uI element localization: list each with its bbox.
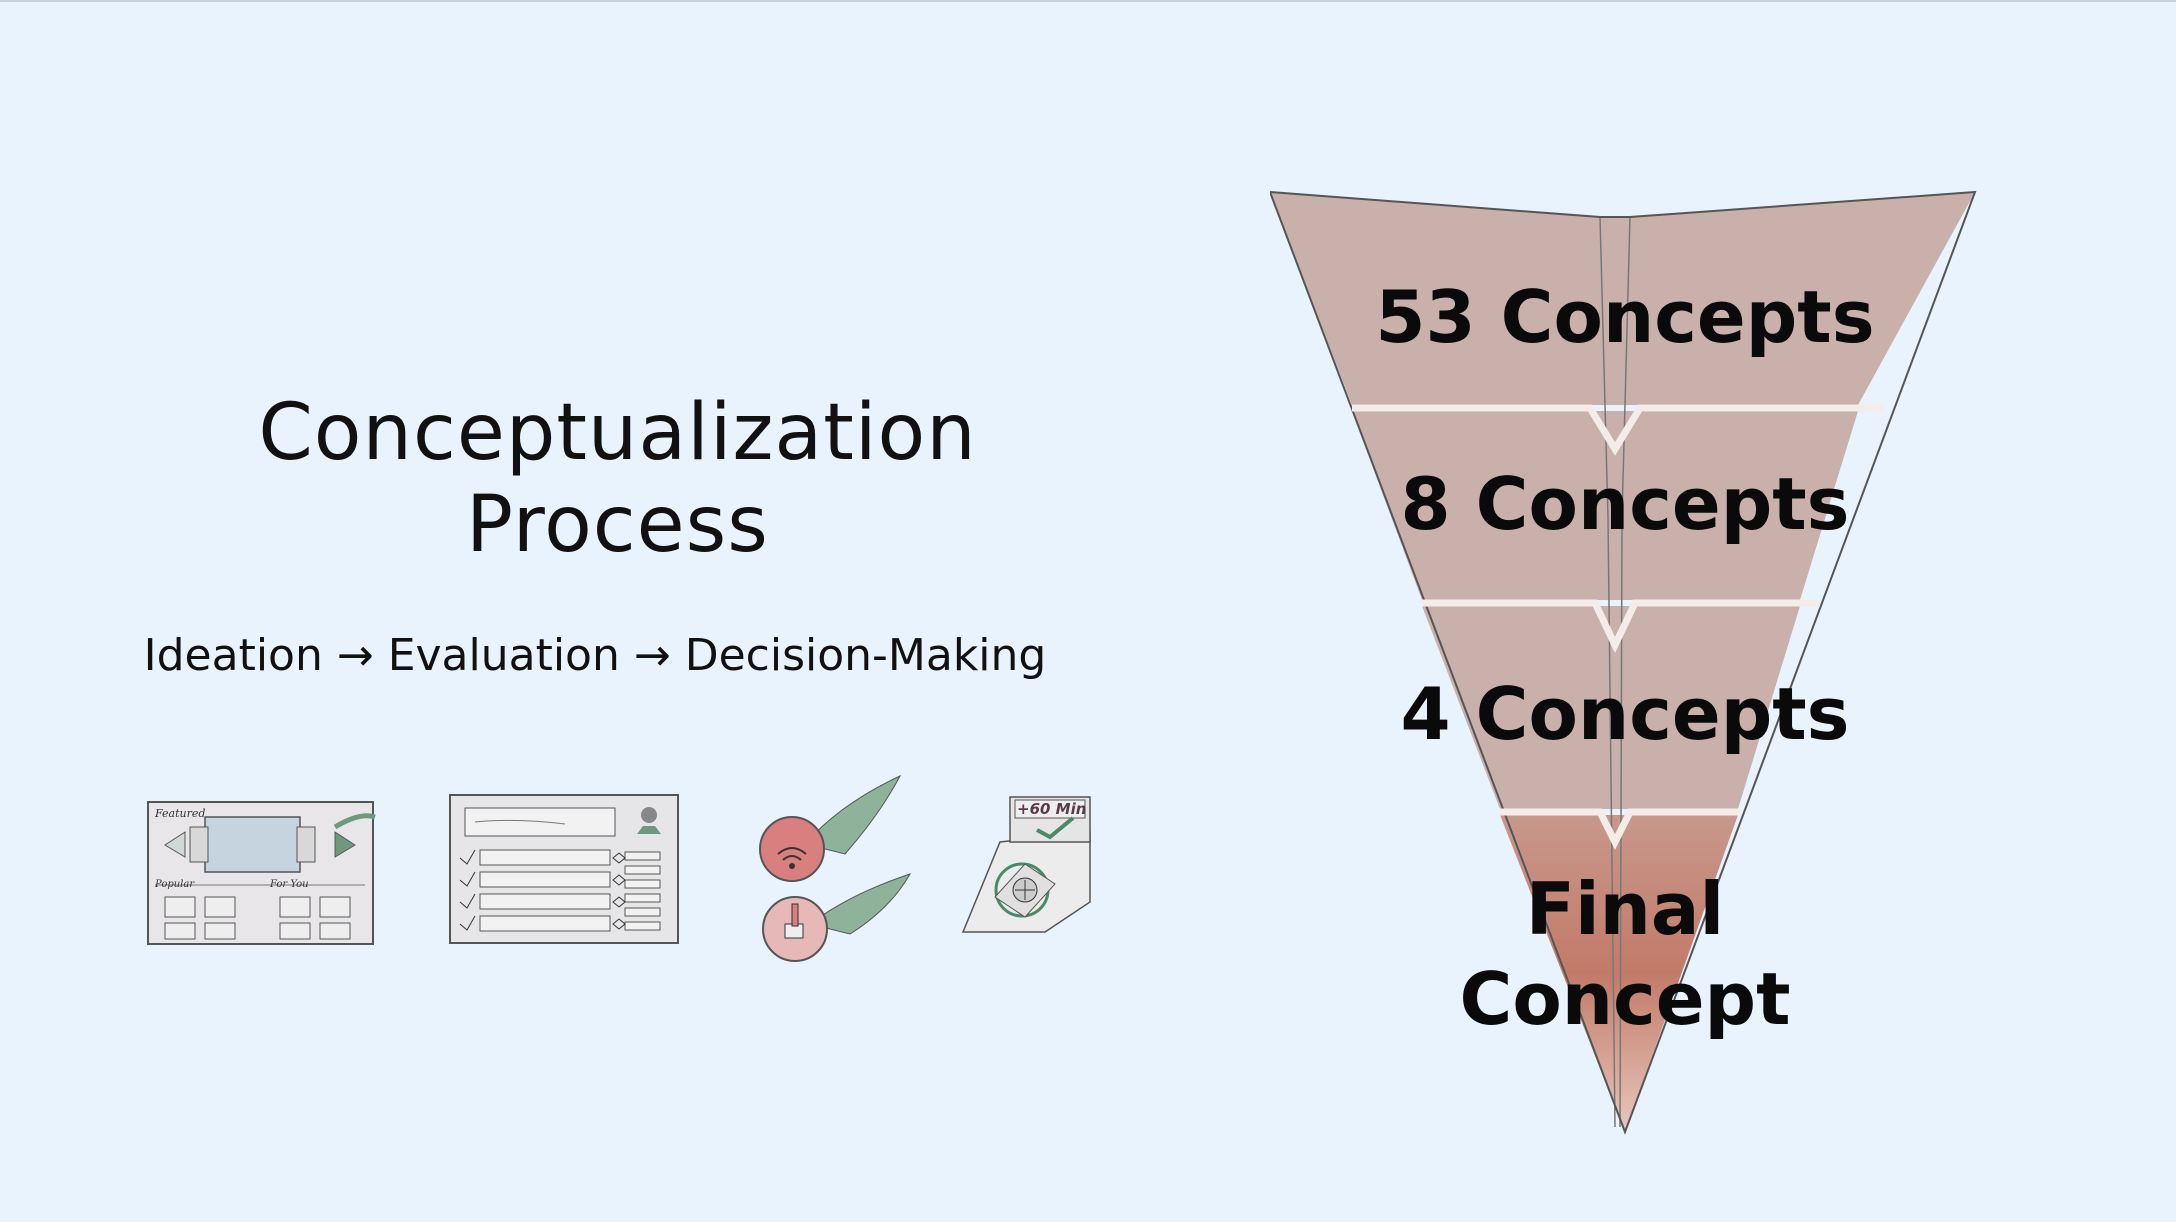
sketch-label-60-min: +60 Min [1017, 800, 1086, 818]
funnel-stage-final-concept: Final Concept [1275, 864, 1975, 1044]
funnel-fold-left [1599, 216, 1616, 1128]
funnel-fold-right [1619, 216, 1631, 1128]
funnel-stage-4-concepts: 4 Concepts [1400, 672, 1850, 756]
funnel-stage-3-shape [1422, 606, 1800, 809]
funnel-stage-2-shape [1352, 411, 1858, 600]
concept-funnel [1270, 190, 1977, 1135]
title-line-1: Conceptualization [258, 388, 977, 478]
sketch-label-popular: Popular [154, 879, 195, 890]
funnel-stage-shapes [1270, 192, 1975, 1132]
sketch-kiosk-device: +60 Min [961, 796, 1091, 933]
funnel-stage-8-concepts: 8 Concepts [1400, 462, 1850, 546]
process-subtitle: Ideation → Evaluation → Decision-Making [143, 630, 1047, 681]
page-title: Conceptualization Process [150, 387, 1085, 571]
funnel-dividers [1352, 404, 1885, 850]
final-concept-line-2: Concept [1459, 957, 1791, 1041]
funnel-outline [1270, 190, 1977, 1135]
funnel-stage-53-concepts: 53 Concepts [1375, 275, 1875, 359]
sketch-list-layout [449, 794, 679, 944]
final-concept-line-1: Final [1525, 867, 1725, 951]
sketch-icon-pair [759, 774, 912, 962]
sketch-label-featured: Featured [154, 807, 205, 820]
funnel-stage-4-shape [1500, 815, 1738, 1132]
sketch-label-for-you: For You [269, 879, 309, 890]
title-line-2: Process [466, 480, 769, 570]
funnel-stage-1-shape [1270, 192, 1975, 405]
sketch-carousel-layout: Featured Popular For You [147, 801, 376, 945]
